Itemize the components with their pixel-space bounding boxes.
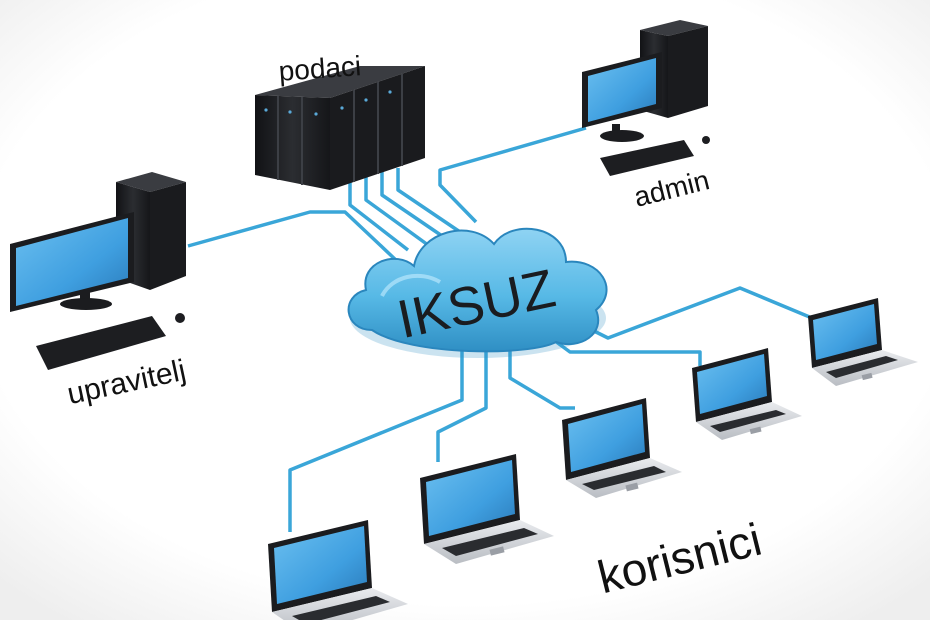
link-admin [438, 126, 587, 224]
server-rack: podaci [255, 50, 425, 190]
link-laptop-1 [288, 340, 464, 532]
laptop-icon [692, 348, 802, 440]
user-laptops [268, 298, 918, 620]
server-label: podaci [278, 50, 362, 87]
manager-desktop-icon [10, 172, 186, 370]
laptop-icon [268, 520, 408, 620]
link-manager [187, 210, 400, 264]
cloud-icon [347, 227, 608, 353]
link-laptop-3 [508, 330, 575, 410]
admin-desktop-icon [582, 20, 710, 176]
server-rack-icon [255, 66, 425, 190]
link-server-4 [396, 168, 467, 238]
laptop-icon [562, 398, 682, 498]
link-server-2 [364, 168, 430, 247]
laptop-icon [808, 298, 918, 386]
laptop-icon [420, 454, 554, 564]
connection-links [187, 126, 813, 532]
link-server-3 [380, 168, 449, 242]
cloud-hub: IKSUZ [347, 227, 608, 358]
link-laptop-2 [436, 336, 488, 462]
